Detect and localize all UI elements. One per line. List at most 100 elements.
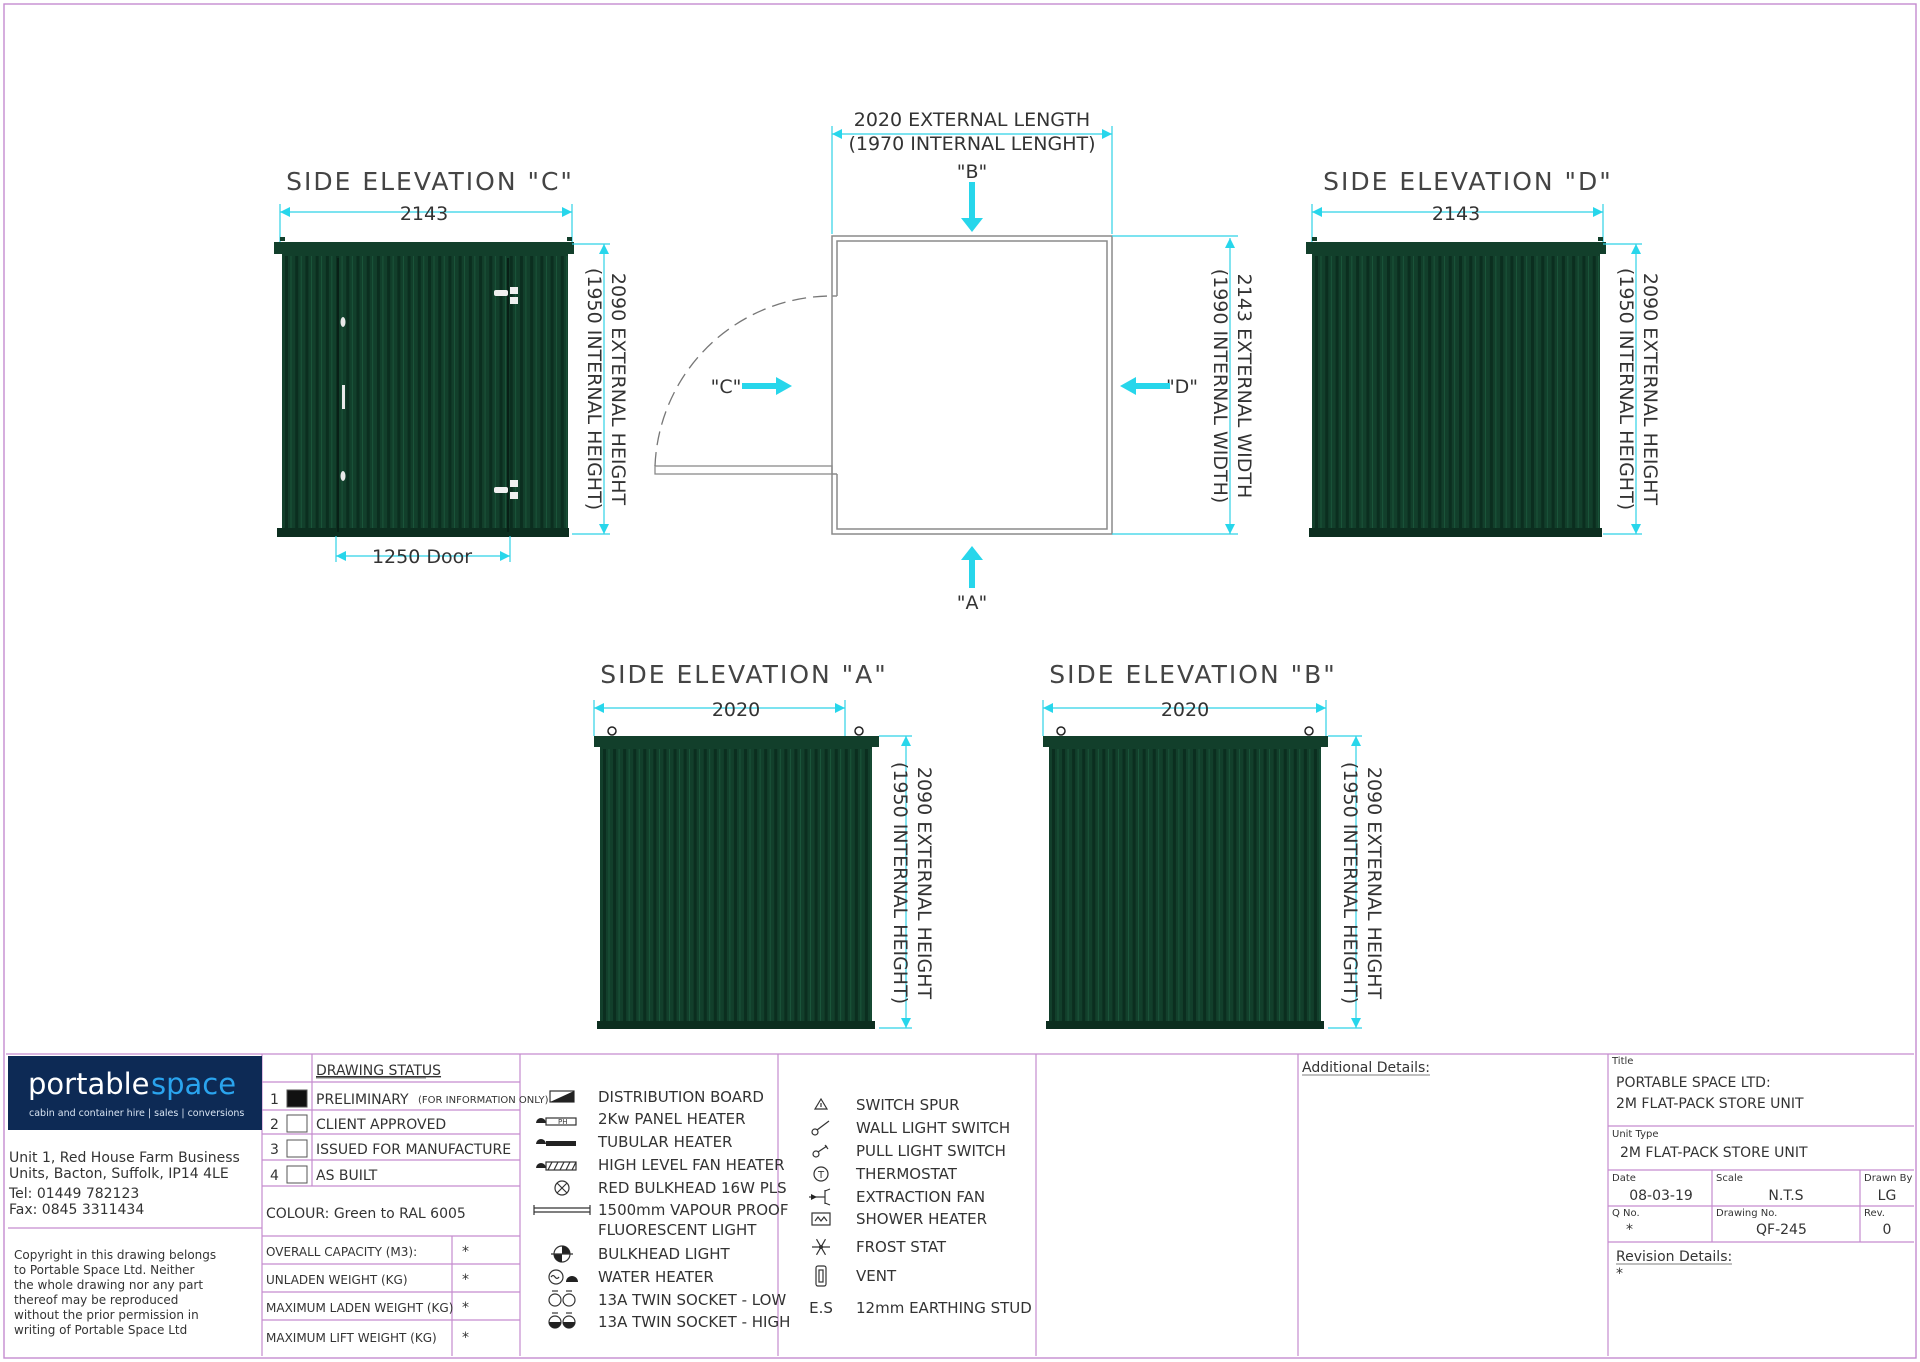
elevation-a-title: SIDE ELEVATION "A" [600, 660, 888, 689]
legend-label: HIGH LEVEL FAN HEATER [598, 1156, 785, 1174]
legend-label: WATER HEATER [598, 1268, 714, 1286]
legend-item: 13A TWIN SOCKET - LOW [548, 1290, 786, 1309]
legend-label: DISTRIBUTION BOARD [598, 1088, 764, 1106]
legend-item: FROST STAT [812, 1238, 947, 1256]
elevation-b-roof [1043, 736, 1328, 747]
legend-label: RED BULKHEAD 16W PLS [598, 1179, 787, 1197]
legend-item: PULL LIGHT SWITCH [812, 1142, 1006, 1160]
spec-value: * [462, 1300, 469, 1316]
date-value: 08-03-19 [1629, 1188, 1693, 1204]
address-line-1: Unit 1, Red House Farm Business [9, 1150, 240, 1166]
svg-text:the whole drawing nor any part: the whole drawing nor any part [14, 1278, 203, 1292]
legend-label: SHOWER HEATER [856, 1210, 987, 1228]
elevation-b-height-ext: 2090 EXTERNAL HEIGHT [1363, 767, 1385, 1000]
elevation-c-height-ext: 2090 EXTERNAL HEIGHT [607, 273, 629, 506]
side-elevation-d: SIDE ELEVATION "D" 2143 2090 EXTERNAL HE… [1306, 167, 1661, 537]
plan-width-int: (1990 INTERNAL WIDTH) [1209, 269, 1231, 504]
tubular-heater-icon [536, 1139, 576, 1146]
spec-label: MAXIMUM LADEN WEIGHT (KG) [266, 1301, 453, 1315]
door-width-dim: 1250 Door [372, 546, 472, 568]
unit-type-label: Unit Type [1612, 1129, 1659, 1140]
legend-item: WATER HEATER [548, 1268, 714, 1286]
lower-hinge-icon [494, 480, 518, 499]
legend-item: TUBULAR HEATER [536, 1133, 732, 1151]
fax-number: Fax: 0845 3311434 [9, 1202, 144, 1218]
status-number: 2 [270, 1117, 279, 1133]
plan-marker-c: "C" [711, 376, 742, 398]
plan-view: 2020 EXTERNAL LENGTH (1970 INTERNAL LENG… [654, 109, 1255, 614]
elevation-d-height-ext: 2090 EXTERNAL HEIGHT [1639, 273, 1661, 506]
legend-icon-tag: E.S [809, 1299, 833, 1317]
legend-item: SHOWER HEATER [811, 1210, 987, 1228]
frost-stat-icon [812, 1238, 830, 1256]
logo-tagline: cabin and container hire | sales | conve… [29, 1108, 244, 1119]
legend-label: 2Kw PANEL HEATER [598, 1110, 746, 1128]
drawing-status-heading: DRAWING STATUS [316, 1063, 441, 1079]
sheet-border [3, 3, 1917, 1359]
legend-label: 1500mm VAPOUR PROOF [598, 1201, 788, 1219]
extraction-fan-icon [809, 1188, 831, 1206]
spec-value: * [462, 1272, 469, 1288]
legend-label: BULKHEAD LIGHT [598, 1245, 730, 1263]
elevation-d-width-dim: 2143 [1432, 203, 1480, 225]
water-heater-icon [548, 1269, 578, 1285]
legend-label: SWITCH SPUR [856, 1096, 960, 1114]
legend-label-2: FLUORESCENT LIGHT [598, 1221, 757, 1239]
marker-c-arrow-icon [742, 377, 792, 395]
q-no-label: Q No. [1612, 1208, 1640, 1219]
status-checkbox [286, 1089, 308, 1108]
phone-number: Tel: 01449 782123 [8, 1186, 139, 1202]
legend-item: PH 2Kw PANEL HEATER [536, 1110, 746, 1128]
svg-text:to Portable Space Ltd. Neither: to Portable Space Ltd. Neither [14, 1263, 195, 1277]
svg-text:without the prior permission i: without the prior permission in [14, 1308, 199, 1322]
earthing-stud-icon: E.S [809, 1299, 833, 1317]
wall-light-switch-icon [811, 1120, 830, 1136]
legend-item: HIGH LEVEL FAN HEATER [536, 1156, 785, 1174]
electrical-legend-1: DISTRIBUTION BOARD PH 2Kw PANEL HEATER TUBU… [533, 1088, 790, 1331]
legend-icon-tag: T [817, 1170, 825, 1181]
q-no-value: * [1626, 1222, 1633, 1238]
status-number: 3 [270, 1142, 279, 1158]
drawing-no-label: Drawing No. [1716, 1208, 1777, 1219]
rev-value: 0 [1883, 1222, 1892, 1238]
plan-marker-b: "B" [957, 161, 988, 183]
bulkhead-light-icon [551, 1245, 573, 1263]
elevation-d-height-int: (1950 INTERNAL HEIGHT) [1615, 268, 1637, 510]
elevation-c-height-int: (1950 INTERNAL HEIGHT) [583, 268, 605, 510]
marker-a-arrow-icon [961, 546, 983, 588]
elevation-a-height-int: (1950 INTERNAL HEIGHT) [889, 762, 911, 1004]
date-label: Date [1612, 1173, 1636, 1184]
status-number: 1 [270, 1092, 279, 1108]
elevation-a-width-dim: 2020 [712, 699, 760, 721]
legend-item: RED BULKHEAD 16W PLS [554, 1179, 787, 1197]
side-elevation-b: SIDE ELEVATION "B" 2020 2090 EXTERNAL HE… [1042, 660, 1385, 1029]
drawn-by-value: LG [1878, 1188, 1897, 1204]
elevation-b-height-int: (1950 INTERNAL HEIGHT) [1339, 762, 1361, 1004]
legend-item: VENT [815, 1265, 897, 1287]
panel-heater-icon: PH [536, 1117, 577, 1126]
pull-light-switch-icon [812, 1144, 829, 1158]
elevation-d-roof [1306, 242, 1606, 254]
logo-word-space: space [151, 1067, 236, 1101]
svg-text:thereof may be reproduced: thereof may be reproduced [14, 1293, 178, 1307]
logo-word-portable: portable [28, 1067, 150, 1101]
marker-b-arrow-icon [961, 182, 983, 232]
bulkhead-16w-icon [554, 1180, 570, 1196]
plan-marker-a: "A" [957, 592, 987, 614]
spec-value: * [462, 1330, 469, 1346]
elevation-d-title: SIDE ELEVATION "D" [1323, 167, 1613, 196]
marker-d-arrow-icon [1120, 377, 1170, 395]
legend-item: BULKHEAD LIGHT [551, 1245, 730, 1263]
plan-marker-d: "D" [1166, 376, 1198, 398]
svg-text:writing of Portable Space Ltd: writing of Portable Space Ltd [14, 1323, 187, 1337]
elevation-b-panel [1049, 747, 1321, 1027]
title-label: Title [1611, 1056, 1633, 1067]
legend-label: 13A TWIN SOCKET - LOW [598, 1291, 786, 1309]
status-checkbox [286, 1114, 308, 1133]
